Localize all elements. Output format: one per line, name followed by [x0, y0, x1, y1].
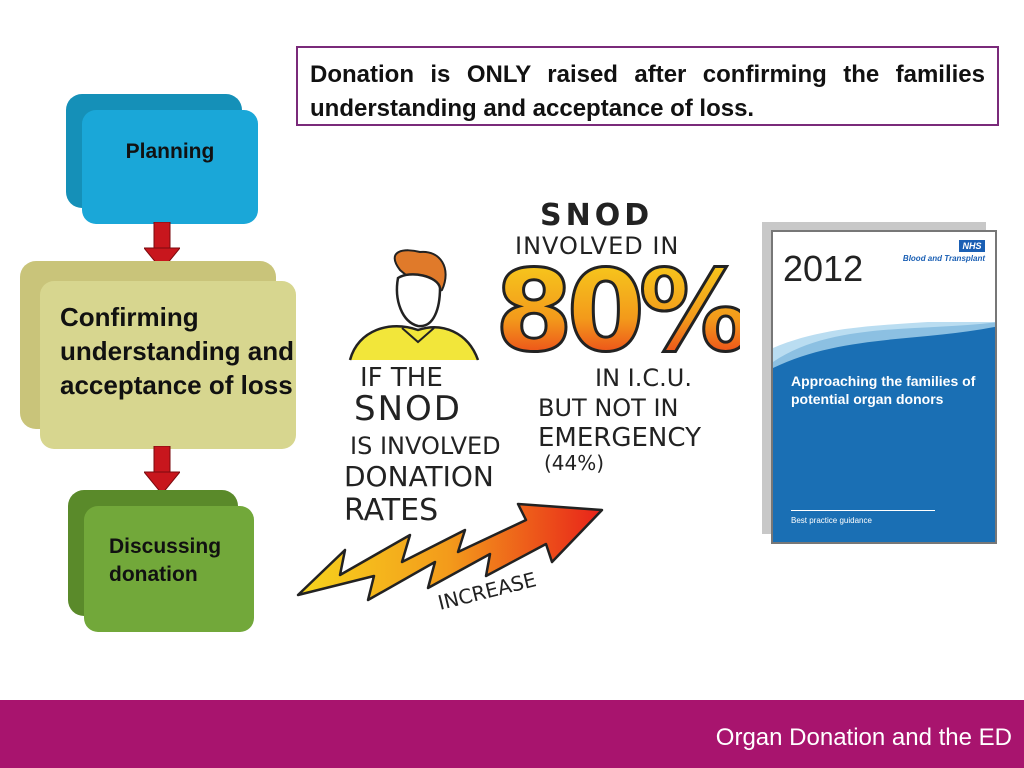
rates-text: RATES [344, 493, 438, 528]
person-sketch-icon [348, 249, 480, 361]
emergency-text: EMERGENCY [538, 423, 701, 453]
box-face: Confirming understanding and acceptance … [40, 281, 296, 449]
box-face: Discussing donation [84, 506, 254, 632]
snod-text: SNOD [354, 389, 462, 429]
flow-step-discussing: Discussing donation [68, 490, 254, 632]
flow-step-planning: Planning [66, 94, 258, 224]
if-the-text: IF THE [360, 363, 443, 393]
flow-step-label: Confirming understanding and acceptance … [60, 302, 294, 400]
booklet-year: 2012 [783, 248, 864, 289]
snod-illustration: SNOD INVOLVED IN 80% IN I.C.U. IF THE SN… [296, 198, 740, 615]
big-80-percent: 80% [495, 247, 740, 377]
callout-box: Donation is ONLY raised after confirming… [296, 46, 999, 126]
booklet-rule [791, 510, 935, 511]
is-involved-text: IS INVOLVED [350, 432, 501, 460]
increase-arrow-icon [296, 502, 604, 602]
snod-heading: SNOD [540, 198, 653, 233]
booklet-organisation: Blood and Transplant [902, 254, 985, 263]
down-arrow-icon [144, 222, 180, 271]
nhs-logo: NHS [959, 240, 985, 252]
icu-text: IN I.C.U. [595, 364, 692, 392]
donation-text: DONATION [344, 460, 494, 493]
flow-step-label: Discussing donation [109, 535, 222, 586]
callout-text: Donation is ONLY raised after confirming… [310, 61, 985, 122]
booklet-subtitle: Best practice guidance [791, 516, 872, 525]
booklet-cover: 2012 NHS Blood and Transplant Approachin… [771, 230, 997, 544]
flow-step-confirming: Confirming understanding and acceptance … [20, 261, 296, 449]
emergency-percent-text: (44%) [544, 451, 604, 475]
footer-text: Organ Donation and the ED [715, 724, 1012, 751]
flow-step-label: Planning [125, 140, 215, 163]
down-arrow-icon [144, 446, 180, 495]
but-not-in-text: BUT NOT IN [538, 394, 678, 422]
booklet-title: Approaching the families of potential or… [791, 373, 976, 407]
box-face: Planning [82, 110, 258, 224]
booklet-wave-graphic [773, 322, 995, 542]
footer-bar: Organ Donation and the ED [0, 700, 1024, 768]
involved-in-text: INVOLVED IN [515, 232, 679, 260]
